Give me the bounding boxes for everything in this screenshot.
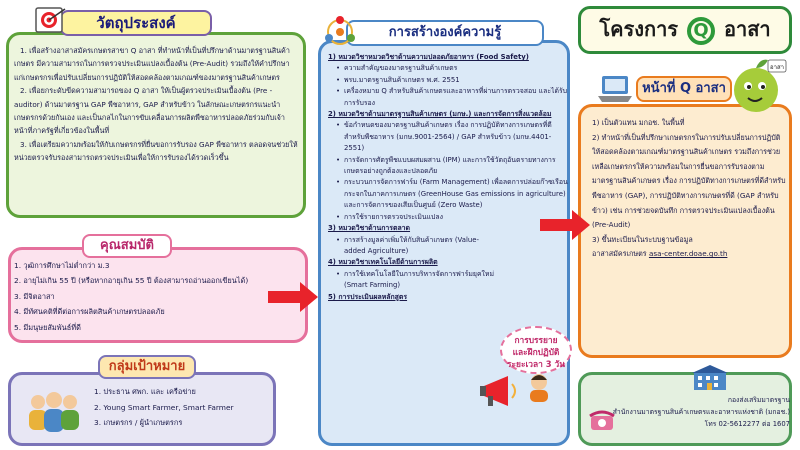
module-heading: 5) การประเมินผลหลักสูตร xyxy=(328,292,408,301)
people-group-icon xyxy=(29,392,79,432)
mascot-icon: อาสา xyxy=(734,59,787,112)
objective-item: 2. เพื่อยกระดับขีดความสามารถของ Q อาสา ใ… xyxy=(14,86,285,136)
duty-text: 1) เป็นตัวแทน มกอช. ในพื้นที่ 2) ทำหน้าท… xyxy=(592,116,788,262)
trainer-icon xyxy=(530,374,548,402)
contact-text: กองส่งเสริมมาตรฐาน สำนักงานมาตรฐานสินค้า… xyxy=(610,394,790,430)
objective-item: 1. เพื่อสร้างอาสาสมัครเกษตรสาขา Q อาสา ท… xyxy=(14,46,290,82)
duty-panel xyxy=(578,104,792,358)
contact-line: โทร 02-5612277 ต่อ 1607 xyxy=(704,420,790,428)
module-heading: 1) หมวดวิชาหมวดวิชาด้านความปลอดภัยอาหาร … xyxy=(328,53,529,61)
megaphone-icon xyxy=(480,376,516,406)
q-logo: Q xyxy=(687,16,716,45)
module-item: กระบวนการจัดการฟาร์ม (Farm Management) เ… xyxy=(336,177,568,211)
target-text: 1. ประธาน ศพก. และ เครือข่าย 2. Young Sm… xyxy=(94,384,274,431)
duty-title: หน้าที่ Q อาสา xyxy=(636,76,732,102)
module-item: ความสำคัญของมาตรฐานสินค้าเกษตร xyxy=(336,63,568,75)
qualification-item: 2. อายุไม่เกิน 55 ปี (หรือหากอายุเกิน 55… xyxy=(14,276,249,286)
training-bubble: การบรรยาย และฝึกปฏิบัติ ระยะเวลา 3 วัน xyxy=(500,326,572,374)
module-item: ข้อกำหนดของมาตรฐานสินค้าเกษตร เรื่อง การ… xyxy=(336,120,568,154)
qualification-item: 1. วุฒิการศึกษาไม่ต่ำกว่า ม.3 xyxy=(14,261,110,270)
qualification-item: 5. มีมนุษยสัมพันธ์ที่ดี xyxy=(14,322,81,332)
duty-item: 3) ขึ้นทะเบียนในระบบฐานข้อมูล xyxy=(592,234,693,244)
arrow-right-icon xyxy=(268,282,318,312)
module-item: เครื่องหมาย Q สำหรับสินค้าเกษตรและอาหารท… xyxy=(336,86,568,109)
mascot-sign: อาสา xyxy=(770,64,784,71)
building-icon xyxy=(692,365,728,390)
project-title-suffix: อาสา xyxy=(723,17,771,41)
training-line: และฝึกปฏิบัติ xyxy=(512,347,560,357)
target-item: 1. ประธาน ศพก. และ เครือข่าย xyxy=(94,387,196,396)
project-title: โครงการ Q อาสา xyxy=(590,12,780,46)
target-board-icon xyxy=(35,7,66,33)
target-item: 2. Young Smart Farmer, Smart Farmer xyxy=(94,402,234,412)
objective-text: 1. เพื่อสร้างอาสาสมัครเกษตรสาขา Q อาสา ท… xyxy=(14,44,298,165)
contact-line: กองส่งเสริมมาตรฐาน xyxy=(727,396,790,404)
training-line: การบรรยาย xyxy=(514,335,558,345)
qualification-title: คุณสมบัติ xyxy=(82,234,172,258)
objective-item: 3. เพื่อเตรียมความพร้อมให้กับเกษตรกรที่ย… xyxy=(14,139,298,163)
phone-icon xyxy=(589,410,615,430)
module-item: การสร้างมูลค่าเพิ่มให้กับสินค้าเกษตร (Va… xyxy=(336,235,496,258)
target-title: กลุ่มเป้าหมาย xyxy=(98,355,196,379)
qualification-item: 3. มีจิตอาสา xyxy=(14,291,55,301)
module-item: การใช้รายการตรวจประเมินแปลง xyxy=(336,212,568,224)
module-item: การจัดการศัตรูพืชแบบผสมผสาน (IPM) และการ… xyxy=(336,155,568,178)
knowledge-title: การสร้างองค์ความรู้ xyxy=(346,20,544,46)
project-title-prefix: โครงการ xyxy=(599,17,679,41)
qualification-item: 4. มีทัศนคติที่ดีต่อการผลิตสินค้าเกษตรปล… xyxy=(14,307,165,317)
project-title-box xyxy=(578,6,792,54)
laptop-icon xyxy=(598,76,632,102)
register-link[interactable]: asa-center.doae.go.th xyxy=(648,249,728,259)
objective-title: วัตถุประสงค์ xyxy=(60,10,212,36)
target-item: 3. เกษตรกร / ผู้นำเกษตรกร xyxy=(94,418,183,428)
knowledge-people-icon xyxy=(325,16,355,45)
register-label: อาสาสมัครเกษตร xyxy=(592,249,649,259)
duty-item: 2) ทำหน้าที่เป็นที่ปรึกษาเกษตรกรในการปรั… xyxy=(592,132,786,230)
arrow-right-icon xyxy=(540,210,590,240)
qualification-text: 1. วุฒิการศึกษาไม่ต่ำกว่า ม.3 2. อายุไม่… xyxy=(14,258,304,335)
module-heading: 2) หมวดวิชาด้านมาตรฐานสินค้าเกษตร (มกษ.)… xyxy=(328,110,552,119)
contact-panel xyxy=(578,372,792,446)
module-item: พรบ.มาตรฐานสินค้าเกษตร พ.ศ. 2551 xyxy=(336,75,568,87)
module-item: การใช้เทคโนโลยีในการบริหารจัดการฟาร์มยุค… xyxy=(336,269,496,292)
duty-register: อาสาสมัครเกษตร asa-center.doae.go.th xyxy=(592,247,788,262)
duty-item: 1) เป็นตัวแทน มกอช. ในพื้นที่ xyxy=(592,118,685,127)
contact-line: สำนักงานมาตรฐานสินค้าเกษตรและอาหารแห่งชา… xyxy=(612,408,790,416)
module-heading: 4) หมวดวิชาเทคโนโลยีด้านการผลิต xyxy=(328,258,438,267)
training-line: ระยะเวลา 3 วัน xyxy=(507,359,565,369)
knowledge-text: 1) หมวดวิชาหมวดวิชาด้านความปลอดภัยอาหาร … xyxy=(328,52,568,303)
module-heading: 3) หมวดวิชาด้านการตลาด xyxy=(328,224,411,233)
